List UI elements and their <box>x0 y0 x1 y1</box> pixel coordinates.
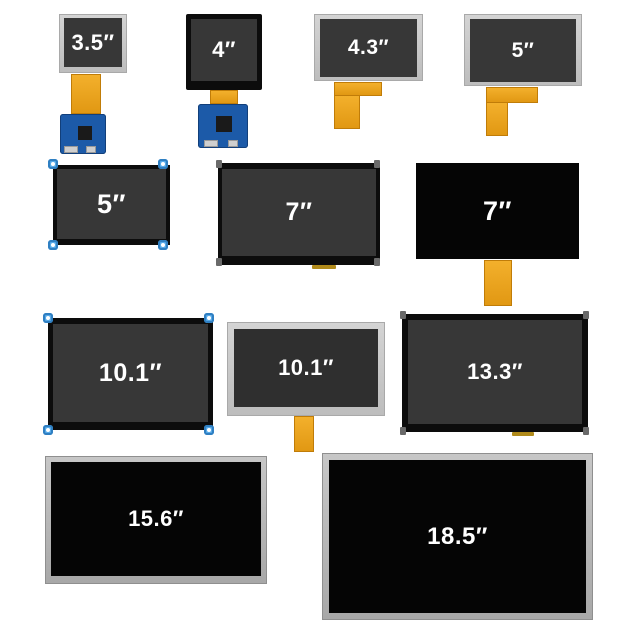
lcd-screen: 5″ <box>57 169 166 239</box>
fpc-ribbon-cable <box>210 90 238 104</box>
size-label: 10.1″ <box>98 358 163 387</box>
fpc-ribbon-cable <box>486 87 538 103</box>
lcd-panel-3-5-inch: 3.5″ <box>59 14 127 73</box>
fpc-ribbon-cable <box>334 82 382 96</box>
usb-connector <box>228 140 238 147</box>
lcd-panel-4-inch: 4″ <box>186 14 262 90</box>
size-label: 5″ <box>511 38 535 62</box>
mount-hole-tab <box>43 313 53 323</box>
lcd-panel-5-inch-hdmi: 5″ <box>53 165 170 245</box>
lcd-panel-15-6-inch: 15.6″ <box>45 456 267 584</box>
mount-hole-tab <box>204 313 214 323</box>
size-label: 4.3″ <box>347 36 390 59</box>
mount-stud <box>374 258 380 266</box>
lcd-screen: 7″ <box>222 169 376 256</box>
controller-chip <box>78 126 92 140</box>
lcd-screen: 3.5″ <box>64 18 122 67</box>
driver-board <box>60 114 106 154</box>
mount-stud <box>374 160 380 168</box>
lcd-screen: 13.3″ <box>408 320 582 424</box>
lcd-panel-10-1-inch-hdmi: 10.1″ <box>48 318 213 430</box>
mount-hole-tab <box>48 240 58 250</box>
driver-board <box>198 104 248 148</box>
size-label: 5″ <box>97 188 126 219</box>
fpc-ribbon-cable <box>484 260 512 306</box>
lcd-panel-10-1-inch-fpc: 10.1″ <box>227 322 385 416</box>
lcd-screen: 18.5″ <box>329 460 586 613</box>
mount-hole-tab <box>48 159 58 169</box>
lcd-screen: 10.1″ <box>53 324 208 422</box>
hdmi-connector <box>64 146 78 153</box>
size-label: 10.1″ <box>278 355 334 380</box>
lcd-panel-7-inch-hdmi: 7″ <box>218 163 380 265</box>
size-label: 18.5″ <box>427 522 488 550</box>
fpc-ribbon-tail <box>334 95 360 129</box>
mount-stud <box>400 427 406 435</box>
mount-hole-tab <box>204 425 214 435</box>
mount-stud <box>216 160 222 168</box>
controller-chip <box>216 116 232 132</box>
lcd-screen: 4.3″ <box>320 19 417 77</box>
lcd-screen: 10.1″ <box>234 329 378 407</box>
fpc-ribbon-tail <box>486 102 508 136</box>
mount-stud <box>583 427 589 435</box>
size-label: 15.6″ <box>128 506 184 531</box>
lcd-panel-13-3-inch: 13.3″ <box>402 314 588 432</box>
mount-stud <box>583 311 589 319</box>
lcd-panel-4-3-inch: 4.3″ <box>314 14 423 81</box>
lcd-panel-18-5-inch: 18.5″ <box>322 453 593 620</box>
lcd-screen: 15.6″ <box>51 462 261 576</box>
mount-hole-tab <box>158 240 168 250</box>
fpc-ribbon-cable <box>294 416 314 452</box>
lcd-panel-5-inch-fpc: 5″ <box>464 14 582 86</box>
fpc-ribbon-cable <box>71 74 101 114</box>
size-label: 7″ <box>483 195 512 226</box>
mount-hole-tab <box>158 159 168 169</box>
size-label: 4″ <box>212 37 236 62</box>
mount-stud <box>400 311 406 319</box>
size-label: 7″ <box>285 198 313 226</box>
bottom-connector <box>312 265 336 269</box>
mount-stud <box>216 258 222 266</box>
lcd-screen: 7″ <box>416 163 579 259</box>
size-label: 13.3″ <box>467 359 523 384</box>
lcd-panel-7-inch-fpc: 7″ <box>416 163 579 259</box>
lcd-screen: 5″ <box>470 19 576 82</box>
usb-connector <box>86 146 96 153</box>
lcd-screen: 4″ <box>191 19 257 81</box>
hdmi-connector <box>204 140 218 147</box>
bottom-connector <box>512 432 534 436</box>
size-label: 3.5″ <box>71 29 115 55</box>
mount-hole-tab <box>43 425 53 435</box>
